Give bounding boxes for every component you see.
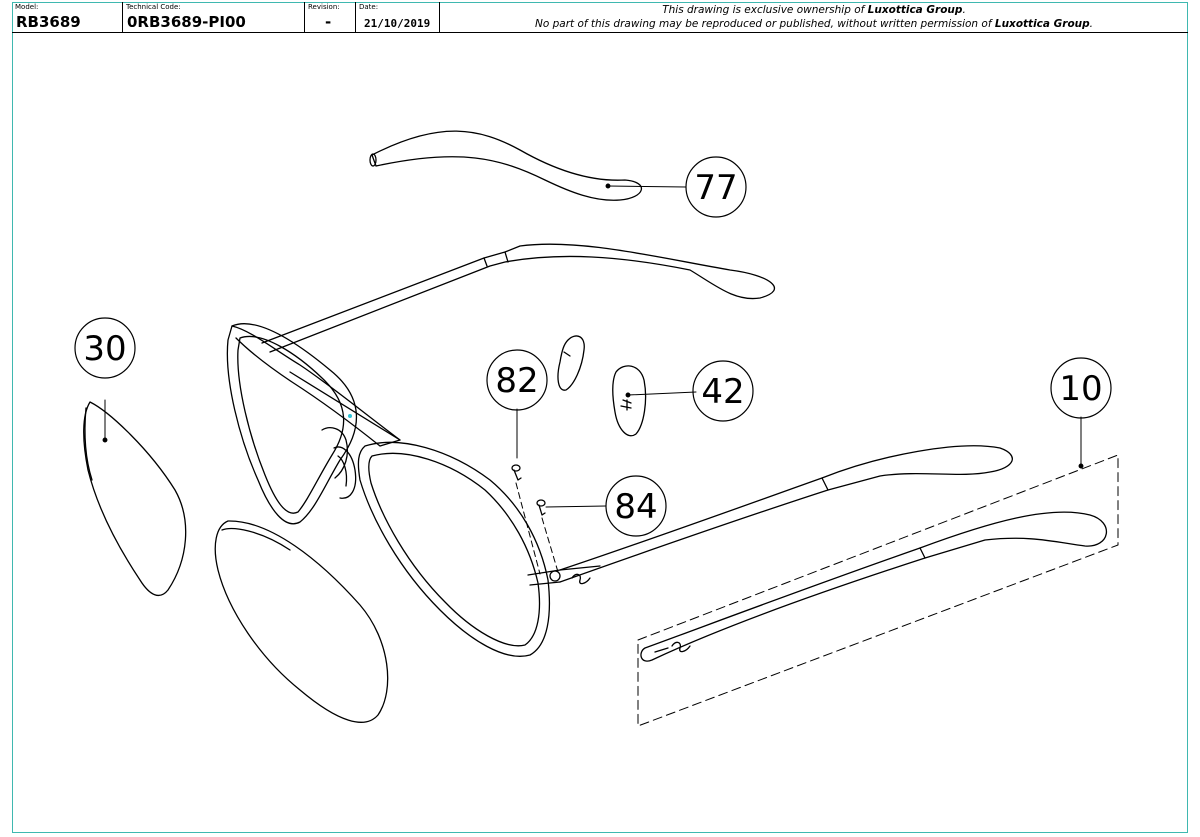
lens-leader-dot — [102, 437, 108, 443]
reproduction-text: No part of this drawing may be reproduce… — [534, 18, 992, 30]
callout-82: 82 — [486, 349, 548, 411]
callout-84: 84 — [605, 475, 667, 537]
callout-30: 30 — [74, 317, 136, 379]
reproduction-line: No part of this drawing may be reproduce… — [440, 17, 1188, 31]
leader-lines — [104, 185, 1082, 508]
title-block: Model: RB3689 Technical Code: 0RB3689-PI… — [12, 2, 1188, 33]
callout-42-number: 42 — [701, 372, 744, 412]
reproduction-period: . — [1089, 18, 1093, 30]
temple-leader-dot — [1078, 463, 1084, 469]
callout-77-number: 77 — [694, 168, 737, 208]
tip-leader-dot — [605, 183, 611, 189]
revision-value: - — [325, 13, 332, 31]
screw-84-part — [536, 499, 546, 516]
technical-code-cell: Technical Code: 0RB3689-PI00 — [123, 2, 305, 33]
ownership-text: This drawing is exclusive ownership of — [662, 4, 865, 16]
callout-82-number: 82 — [495, 361, 538, 401]
drawing-sheet-border — [12, 2, 1188, 833]
screw-82-part — [511, 464, 522, 481]
temple-tip-part — [369, 130, 643, 201]
reproduction-company: Luxottica Group — [994, 18, 1090, 30]
callout-10-number: 10 — [1059, 369, 1102, 409]
accent-dot — [348, 414, 352, 418]
date-cell: Date: 21/10/2019 — [356, 2, 440, 33]
assembly-guide-lines — [515, 482, 559, 575]
ownership-company: Luxottica Group — [867, 4, 963, 16]
model-value: RB3689 — [16, 13, 81, 31]
temple-assembly-part — [637, 454, 1119, 727]
callout-10: 10 — [1050, 357, 1112, 419]
technical-code-value: 0RB3689-PI00 — [127, 13, 246, 31]
callout-42: 42 — [692, 360, 754, 422]
left-temple-part — [261, 243, 775, 353]
lens-part — [83, 401, 389, 723]
pad-leader-dot — [625, 392, 631, 398]
callout-84-number: 84 — [614, 487, 657, 527]
model-label: Model: — [15, 3, 39, 11]
callout-30-number: 30 — [83, 329, 126, 369]
date-value: 21/10/2019 — [364, 17, 431, 30]
ownership-line: This drawing is exclusive ownership of L… — [440, 3, 1188, 17]
ownership-notice: This drawing is exclusive ownership of L… — [440, 2, 1188, 34]
callout-77: 77 — [685, 156, 747, 218]
model-cell: Model: RB3689 — [12, 2, 123, 33]
revision-label: Revision: — [308, 3, 340, 11]
frame-front-part — [226, 323, 1013, 657]
nose-pad-part — [557, 335, 647, 437]
ownership-period: . — [962, 4, 966, 16]
technical-code-label: Technical Code: — [126, 3, 181, 11]
revision-cell: Revision: - — [305, 2, 356, 33]
date-label: Date: — [359, 3, 379, 11]
